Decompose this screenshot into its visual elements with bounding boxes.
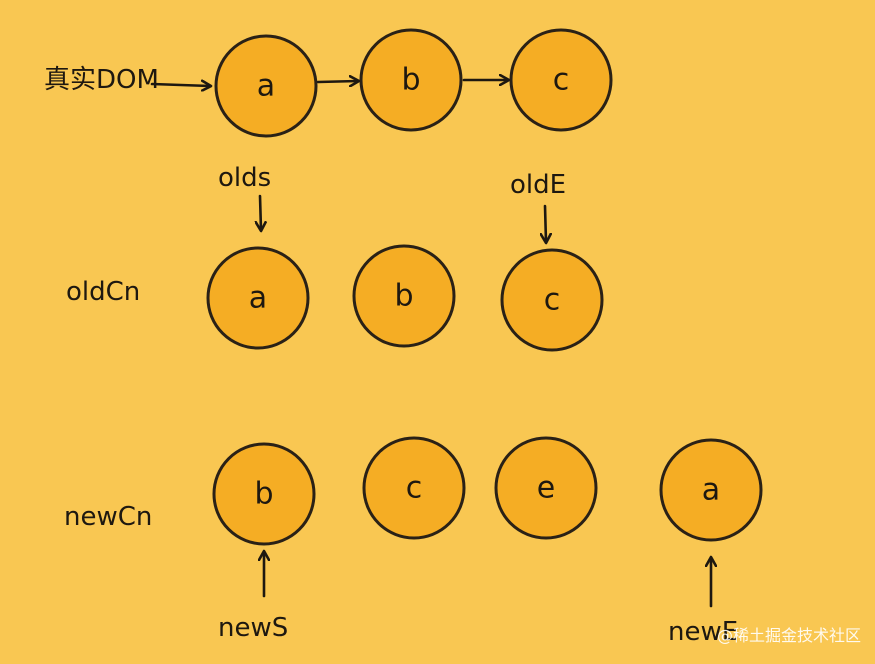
old-child-node-label: c (544, 283, 561, 318)
new-child-node: e (494, 436, 598, 540)
real-dom-label: 真实DOM (44, 65, 159, 95)
new-child-node: c (362, 436, 466, 540)
new-children-label: newCn (64, 502, 152, 532)
new-end-label: newE (668, 617, 738, 647)
real-dom-node: c (509, 28, 613, 132)
new-child-node: a (659, 438, 763, 542)
new-child-node: b (212, 442, 316, 546)
old-children-label: oldCn (66, 277, 140, 307)
old-start-arrow (260, 194, 261, 230)
old-child-node-label: a (249, 281, 267, 316)
link-arrow-a-b (316, 81, 358, 82)
real-dom-node: a (214, 34, 318, 138)
new-child-node-label: a (702, 473, 720, 508)
real-dom-node: b (359, 28, 463, 132)
old-child-node-label: b (394, 279, 413, 314)
new-child-node-label: e (537, 471, 555, 506)
old-end-label: oldE (510, 170, 566, 200)
old-end-arrow (545, 204, 546, 242)
real-dom-node-label: a (257, 69, 275, 104)
old-start-label: olds (218, 163, 271, 193)
new-child-node-label: c (406, 471, 423, 506)
real-dom-arrow (150, 84, 210, 86)
watermark: @稀土掘金技术社区 (716, 626, 861, 645)
real-dom-node-label: b (401, 63, 420, 98)
new-child-node-label: b (254, 477, 273, 512)
old-child-node: a (206, 246, 310, 350)
real-dom-node-label: c (553, 63, 570, 98)
old-child-node: b (352, 244, 456, 348)
new-start-label: newS (218, 613, 288, 643)
old-child-node: c (500, 248, 604, 352)
